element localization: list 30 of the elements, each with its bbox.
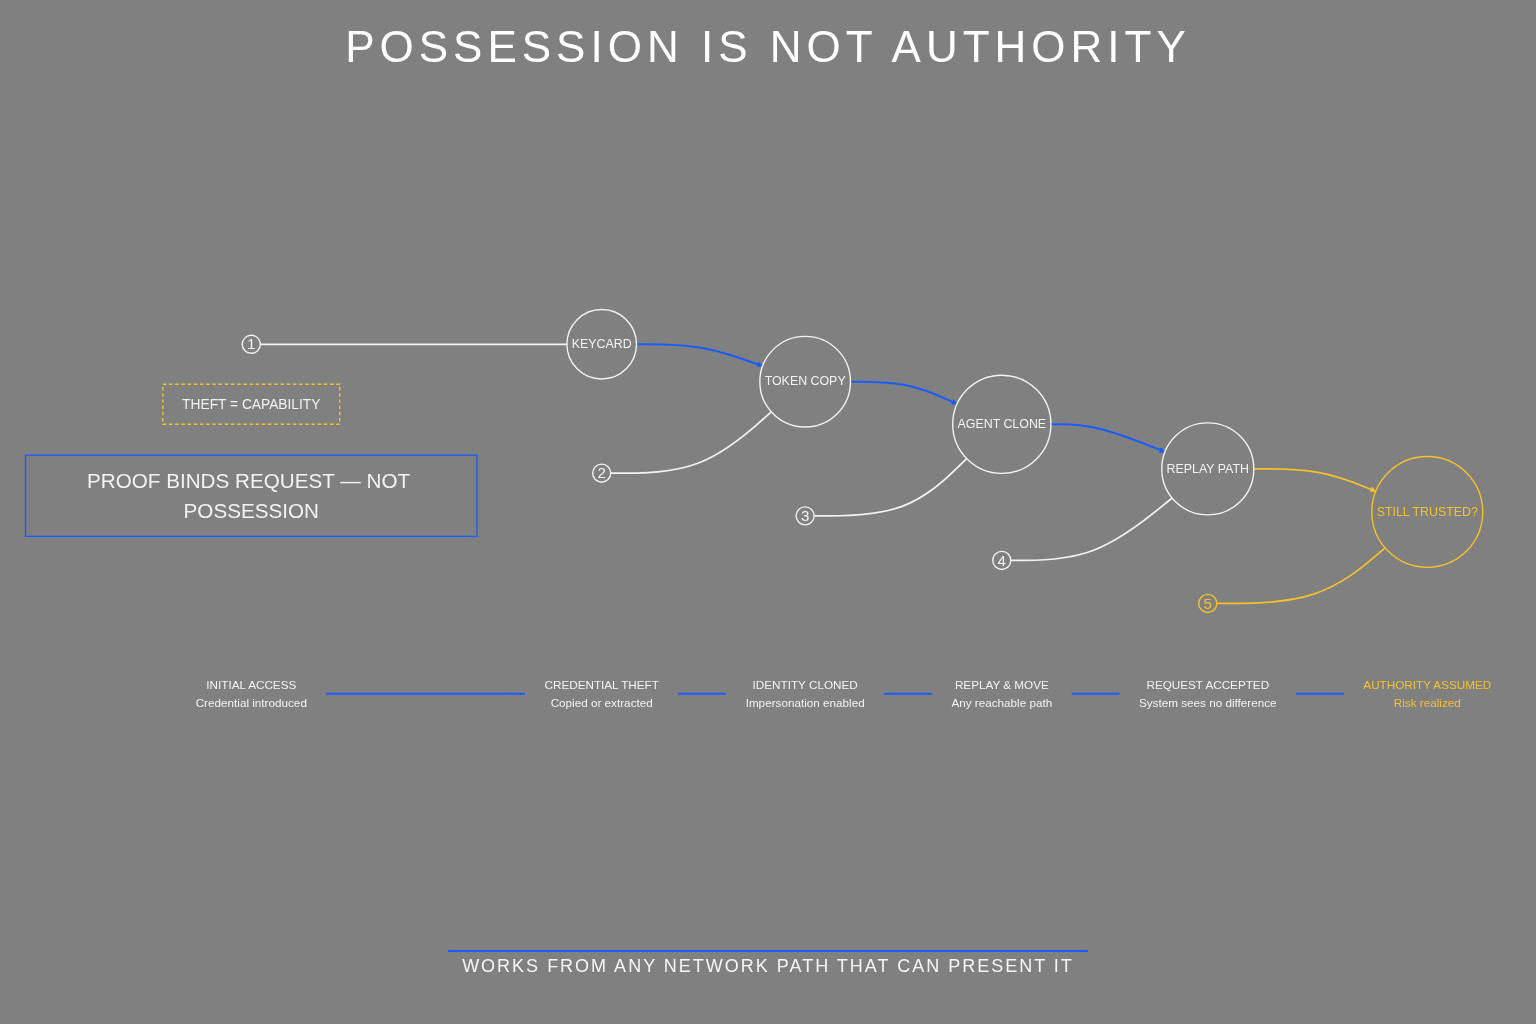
node-circle: KEYCARD	[566, 308, 638, 380]
node-text: AUTHORITY ASSUMED Risk realized	[1363, 678, 1492, 709]
node-circle: 3	[795, 505, 815, 526]
node-circle: TOKEN COPY	[759, 335, 852, 428]
node-text: IDENTITY CLONED Impersonation enabled	[745, 678, 865, 709]
node-circle: AGENT CLONE	[952, 374, 1052, 474]
connector	[259, 343, 568, 345]
node-text: REQUEST ACCEPTED System sees no difference	[1138, 678, 1277, 709]
node-text: CREDENTIAL THEFT Copied or extracted	[544, 678, 659, 709]
arrow	[850, 380, 958, 405]
node-box: THEFT = CAPABILITY	[162, 383, 341, 425]
arrow	[636, 343, 763, 367]
node-circle: 5	[1198, 593, 1218, 613]
connector	[678, 692, 727, 695]
node-circle: 1	[241, 334, 261, 354]
connector	[883, 692, 933, 695]
arrow	[1050, 423, 1166, 453]
connector	[1295, 692, 1345, 695]
connector	[326, 692, 526, 695]
bracket-note: WORKS FROM ANY NETWORK PATH THAT CAN PRESENT IT	[448, 950, 1088, 981]
node-circle: REPLAY PATH	[1161, 421, 1255, 516]
connector	[1010, 496, 1173, 561]
node-circle: 2	[591, 463, 612, 483]
node-circle: 4	[992, 550, 1012, 570]
node-circle: STILL TRUSTED?	[1371, 455, 1484, 568]
node-text: INITIAL ACCESS Credential introduced	[195, 678, 307, 709]
connector	[1071, 692, 1120, 695]
node-box: PROOF BINDS REQUEST — NOT POSSESSION	[24, 454, 478, 537]
title: POSSESSION IS NOT AUTHORITY	[345, 22, 1191, 72]
node-text: REPLAY & MOVE Any reachable path	[951, 678, 1053, 709]
